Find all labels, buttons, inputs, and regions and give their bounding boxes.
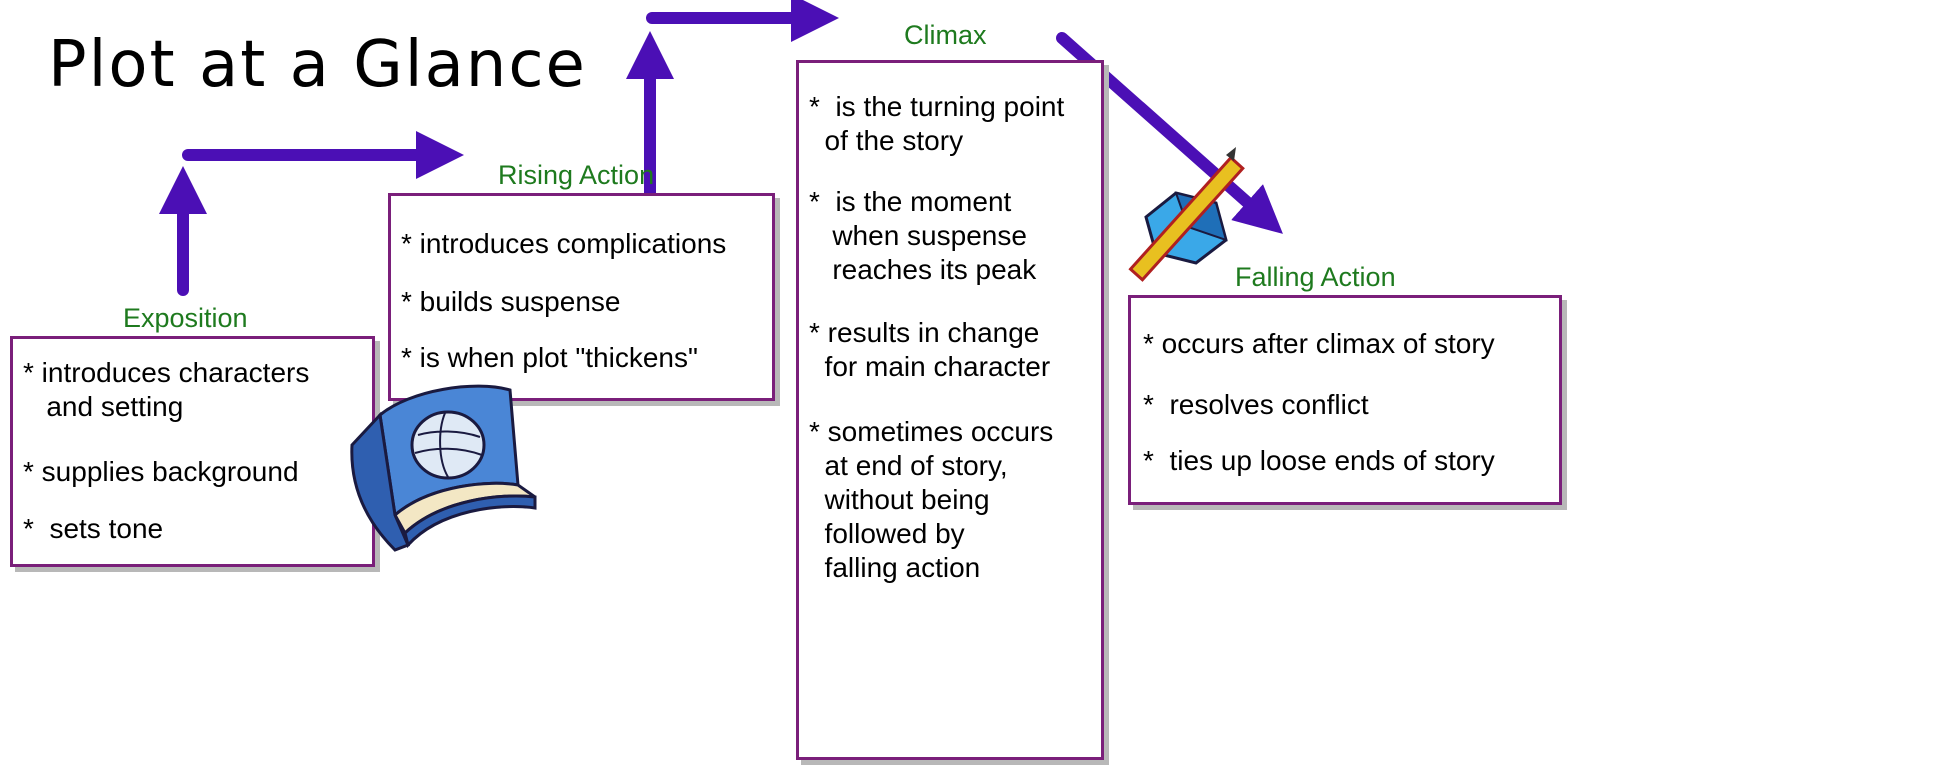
climax-item: * is the moment when suspense reaches it… (809, 186, 1037, 285)
box-falling-action: * occurs after climax of story * resolve… (1128, 295, 1562, 505)
falling-action-item: * resolves conflict (1143, 389, 1369, 420)
heading-falling-action: Falling Action (1235, 262, 1396, 292)
climax-item: * results in change for main character (809, 317, 1051, 382)
climax-item: * is the turning point of the story (809, 91, 1065, 156)
page-title: Plot at a Glance (48, 28, 587, 102)
heading-exposition: Exposition (123, 303, 248, 333)
falling-action-item: * ties up loose ends of story (1143, 445, 1495, 476)
pencil-sharpener-icon (1128, 147, 1245, 282)
falling-action-item: * occurs after climax of story (1143, 328, 1495, 359)
heading-rising-action: Rising Action (498, 160, 655, 190)
exposition-item: * sets tone (23, 513, 164, 544)
heading-climax: Climax (904, 20, 987, 50)
exposition-item: * introduces characters and setting (23, 357, 310, 422)
rising-action-item: * introduces complications (401, 228, 727, 259)
climax-item: * sometimes occurs at end of story, with… (809, 416, 1054, 583)
box-exposition: * introduces characters and setting * su… (10, 336, 375, 567)
rising-action-item: * builds suspense (401, 286, 621, 317)
box-rising-action: * introduces complications * builds susp… (388, 193, 775, 401)
box-climax: * is the turning point of the story * is… (796, 60, 1104, 760)
rising-action-item: * is when plot "thickens" (401, 342, 698, 373)
book-icon (350, 384, 537, 552)
exposition-item: * supplies background (23, 456, 299, 487)
